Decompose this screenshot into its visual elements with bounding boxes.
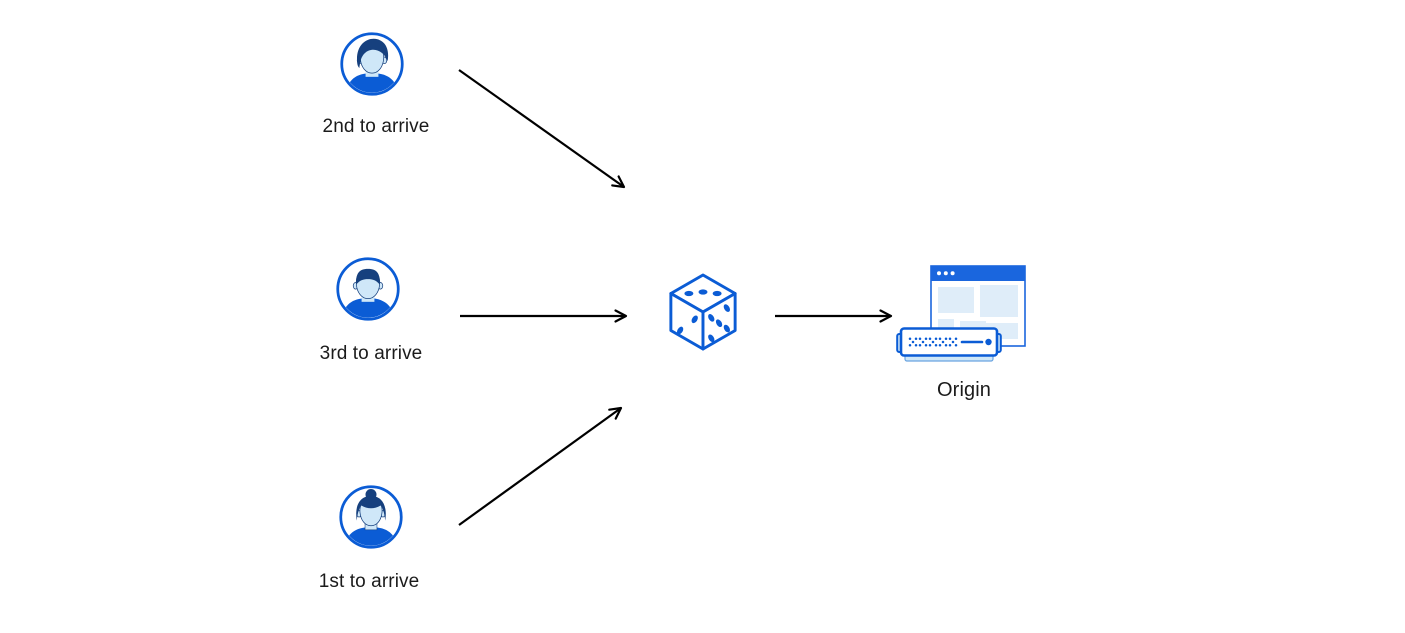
user-avatar-male-short-hair-icon xyxy=(336,257,400,321)
dice-icon xyxy=(669,273,737,351)
server-icon xyxy=(896,327,1002,362)
visitor-2nd-label: 2nd to arrive xyxy=(322,116,430,137)
node-origin xyxy=(896,265,1032,365)
visitor-1st-label: 1st to arrive xyxy=(318,571,420,592)
origin-label: Origin xyxy=(937,379,991,401)
arrow-visitor-2nd-to-dice xyxy=(458,69,626,189)
arrow-visitor-1st-to-dice xyxy=(458,406,623,526)
node-visitor-2nd xyxy=(339,31,405,97)
node-random-selector xyxy=(666,272,740,352)
user-avatar-male-swept-hair-icon xyxy=(340,32,404,96)
node-visitor-3rd xyxy=(335,256,401,322)
user-avatar-female-bun-icon xyxy=(339,485,403,549)
visitor-3rd-label: 3rd to arrive xyxy=(319,343,423,364)
node-visitor-1st xyxy=(338,484,404,550)
server-dot-pattern xyxy=(908,337,958,347)
